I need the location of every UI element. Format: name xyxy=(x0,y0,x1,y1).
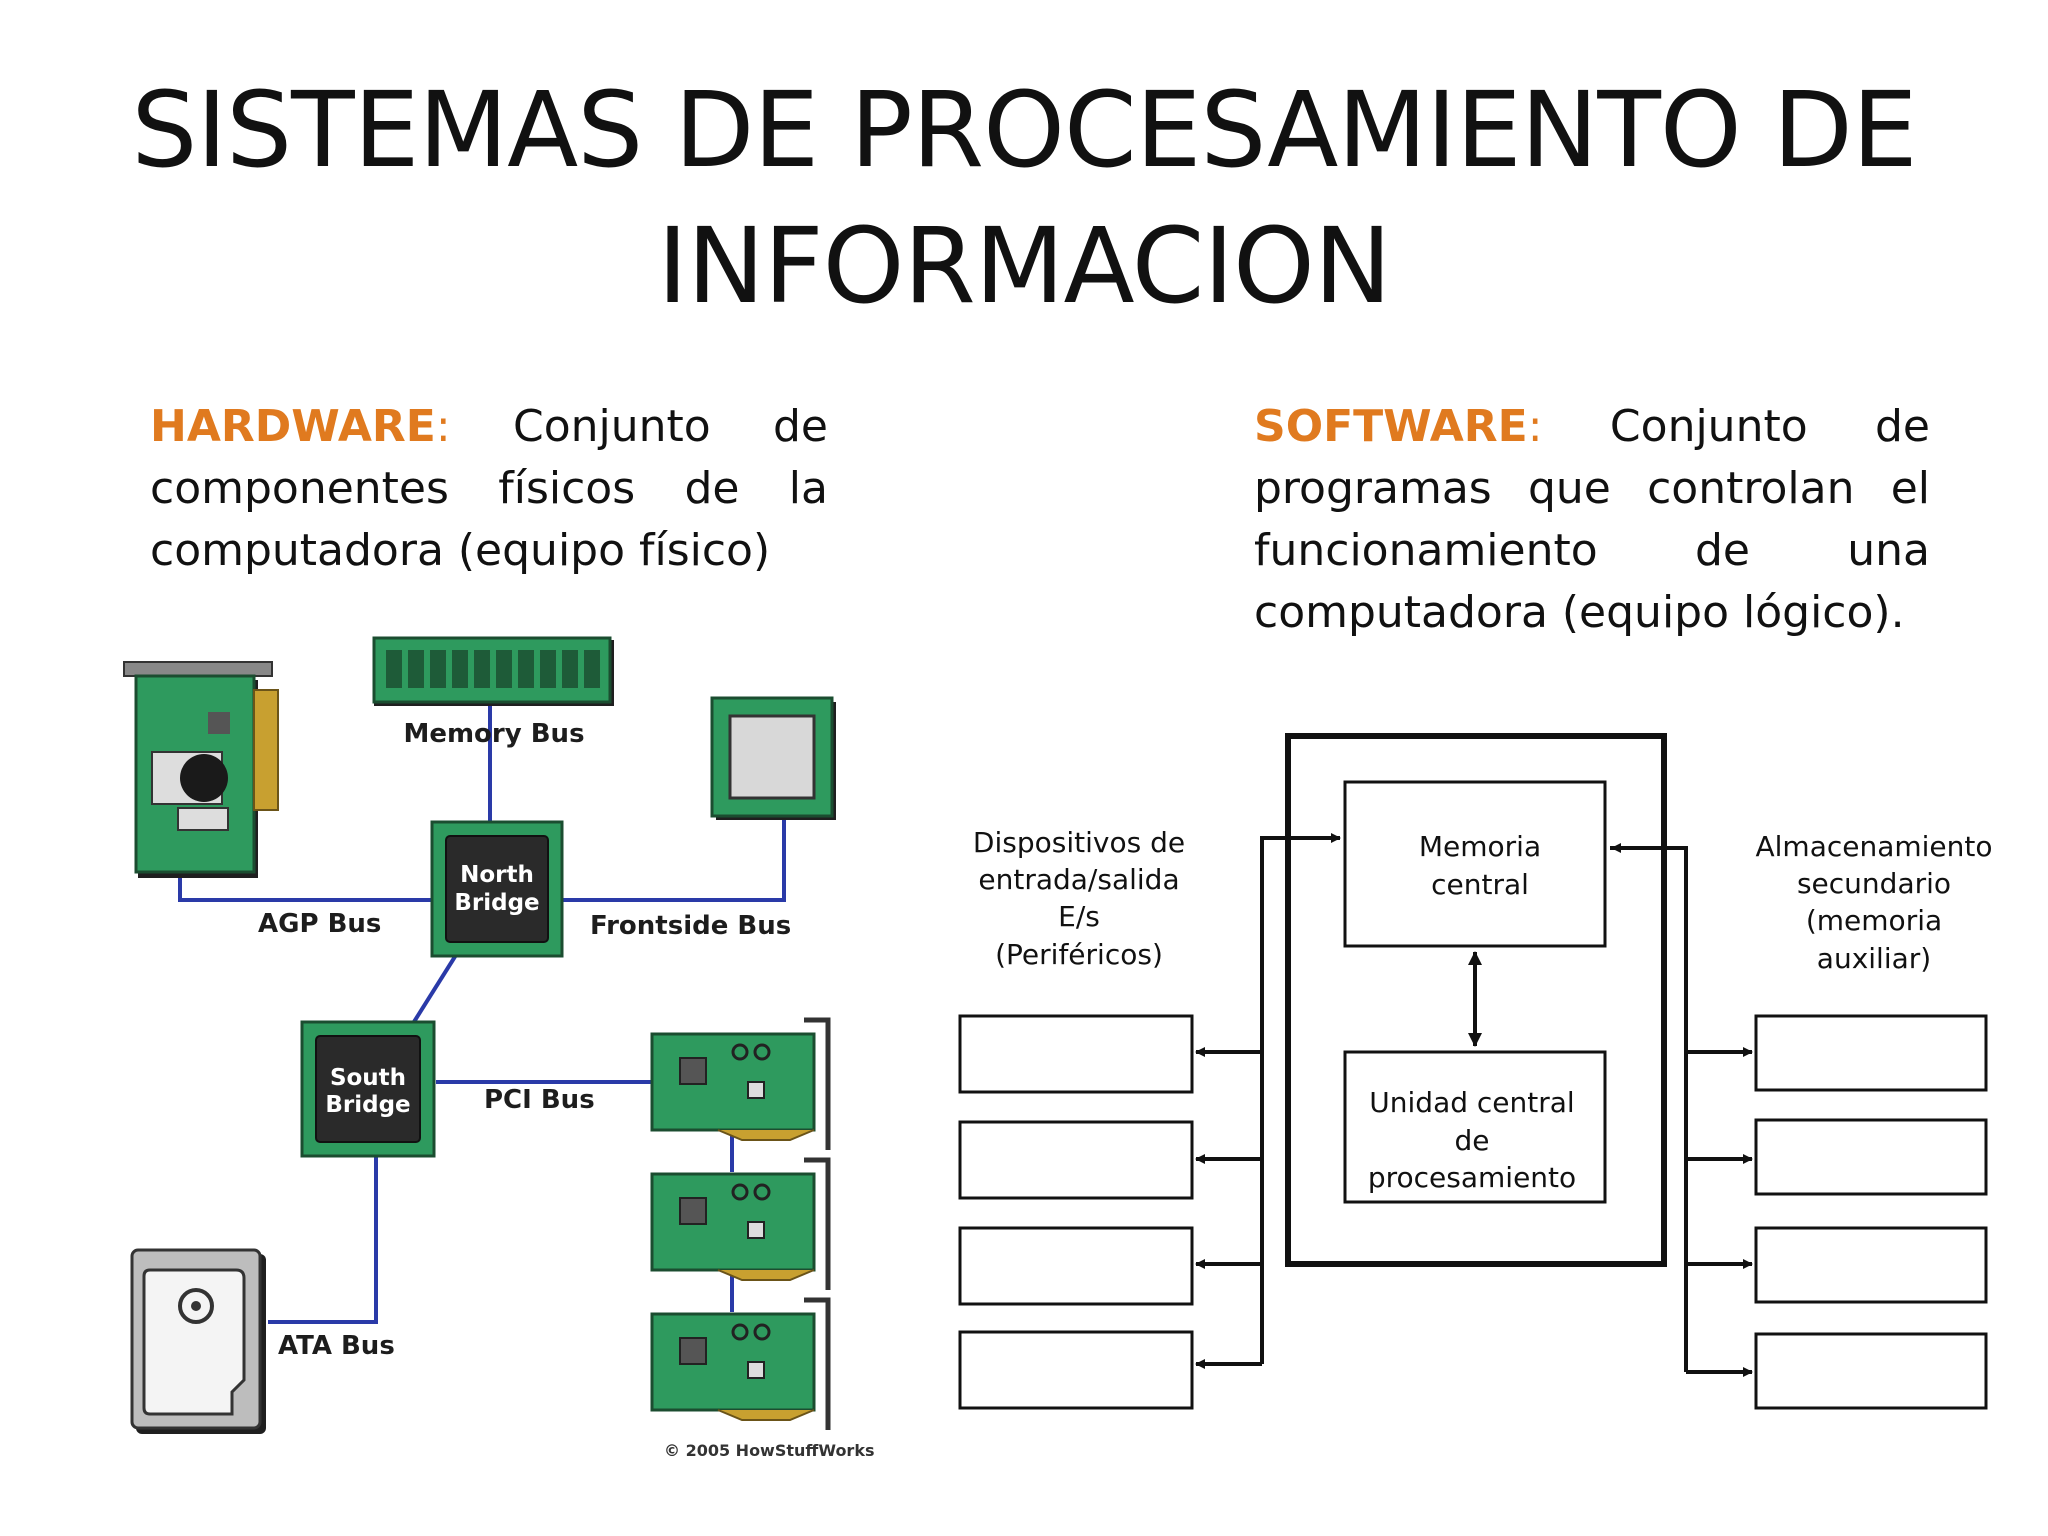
pci-card-2 xyxy=(650,1157,831,1290)
copyright-label: © 2005 HowStuffWorks xyxy=(664,1441,874,1460)
io-label-2: entrada/salida xyxy=(978,863,1179,896)
title-line-1: SISTEMAS DE PROCESAMIENTO DE xyxy=(131,69,1917,191)
io-device-box-1 xyxy=(958,1014,1194,1094)
pci-card-led xyxy=(731,1323,749,1341)
pci-card-bracket xyxy=(804,1297,831,1430)
north-bridge-label-1: North xyxy=(460,862,534,888)
pci-card-contacts xyxy=(717,1409,815,1421)
software-diagram xyxy=(958,733,1988,1410)
storage-box-3 xyxy=(1754,1226,1988,1304)
hard-drive-spindle-center xyxy=(191,1301,201,1311)
io-label-3: E/s xyxy=(1058,900,1100,933)
storage-label-1: Almacenamiento xyxy=(1755,830,1992,863)
memoria-label-2: central xyxy=(1431,868,1529,901)
storage-bus-line xyxy=(1610,846,1688,1372)
software-diagram-labels: Dispositivos de entrada/salida E/s (Peri… xyxy=(973,826,1993,1194)
cpu-label-3: procesamiento xyxy=(1368,1161,1576,1194)
cpu-label-1: Unidad central xyxy=(1369,1086,1574,1119)
io-label-1: Dispositivos de xyxy=(973,826,1185,859)
io-device-box-3 xyxy=(958,1226,1194,1306)
software-definition: SOFTWARE: Conjunto de programas que cont… xyxy=(1254,396,1930,644)
ata-bus-line xyxy=(268,1155,378,1324)
hardware-definition: HARDWARE: Conjunto de componentes físico… xyxy=(150,396,828,582)
south-bridge: South Bridge xyxy=(300,1020,436,1158)
agp-card-bracket xyxy=(123,661,273,677)
memory-module xyxy=(372,636,614,706)
pci-bus-label: PCI Bus xyxy=(484,1085,595,1115)
memoria-label-1: Memoria xyxy=(1419,830,1541,863)
agp-card xyxy=(123,661,279,878)
io-device-box-2 xyxy=(958,1120,1194,1200)
hard-drive-spindle xyxy=(178,1288,214,1324)
south-bridge-die xyxy=(315,1035,421,1143)
pci-card-led xyxy=(731,1183,749,1201)
pci-card-1 xyxy=(650,1017,831,1150)
cpu-chip xyxy=(710,696,836,820)
cpu-box xyxy=(1343,1050,1607,1204)
agp-card-chip xyxy=(208,712,230,734)
north-bridge: North Bridge xyxy=(430,820,564,958)
north-bridge-die xyxy=(445,835,549,943)
cpu-label-2: de xyxy=(1455,1124,1490,1157)
storage-box-4 xyxy=(1754,1332,1988,1410)
io-device-box-4 xyxy=(958,1330,1194,1410)
agp-bus-line xyxy=(178,870,432,902)
hard-drive-plate xyxy=(142,1268,246,1416)
hard-drive xyxy=(130,1248,266,1434)
pci-card-bracket xyxy=(804,1157,831,1290)
ata-bus-label: ATA Bus xyxy=(278,1331,395,1361)
pci-card-bracket xyxy=(804,1017,831,1150)
south-bridge-label-1: South xyxy=(330,1065,406,1091)
storage-label-4: auxiliar) xyxy=(1817,942,1931,975)
pci-card-contacts xyxy=(717,1129,815,1141)
system-box xyxy=(1285,733,1667,1267)
pci-card-3 xyxy=(650,1297,831,1430)
memoria-central-box xyxy=(1343,780,1607,948)
north-bridge-label-2: Bridge xyxy=(454,890,539,916)
south-bridge-label-2: Bridge xyxy=(325,1092,410,1118)
hardware-term: HARDWARE xyxy=(150,401,436,452)
memory-bus-label: Memory Bus xyxy=(403,719,584,749)
bridge-link-line xyxy=(410,953,458,1027)
bus-lines xyxy=(178,700,786,1324)
software-text: Conjunto de programas que controlan el f… xyxy=(1254,401,1930,638)
pci-card-port xyxy=(747,1081,765,1099)
pci-card-contacts xyxy=(717,1269,815,1281)
cpu-die xyxy=(728,714,816,800)
pci-card-chip xyxy=(679,1337,707,1365)
pci-card-port xyxy=(747,1361,765,1379)
pci-card-chip xyxy=(679,1057,707,1085)
software-colon: : xyxy=(1527,401,1543,452)
agp-bus-label: AGP Bus xyxy=(258,909,381,939)
pci-card-led xyxy=(753,1043,771,1061)
frontside-bus-line xyxy=(560,815,786,902)
pci-card-led xyxy=(731,1043,749,1061)
storage-label-2: secundario xyxy=(1797,867,1951,900)
storage-box-2 xyxy=(1754,1118,1988,1196)
agp-card-contacts xyxy=(253,689,279,811)
agp-card-port xyxy=(177,807,229,831)
storage-box-1 xyxy=(1754,1014,1988,1092)
pci-card-chip xyxy=(679,1197,707,1225)
software-term: SOFTWARE xyxy=(1254,401,1528,452)
title-line-2: INFORMACION xyxy=(657,205,1391,327)
hardware-diagram: North Bridge South Bridge xyxy=(123,636,874,1460)
memory-chips xyxy=(386,650,600,688)
io-label-4: (Periféricos) xyxy=(995,938,1163,971)
io-bus-line xyxy=(1260,836,1340,1364)
frontside-bus-label: Frontside Bus xyxy=(590,911,791,941)
page-title: SISTEMAS DE PROCESAMIENTO DE INFORMACION xyxy=(0,62,2048,334)
hardware-colon: : xyxy=(435,401,451,452)
pci-card-port xyxy=(747,1221,765,1239)
hardware-text: Conjunto de componentes físicos de la co… xyxy=(150,401,828,576)
agp-card-fan xyxy=(180,754,228,802)
pci-card-led xyxy=(753,1323,771,1341)
storage-label-3: (memoria xyxy=(1806,904,1942,937)
pci-card-led xyxy=(753,1183,771,1201)
